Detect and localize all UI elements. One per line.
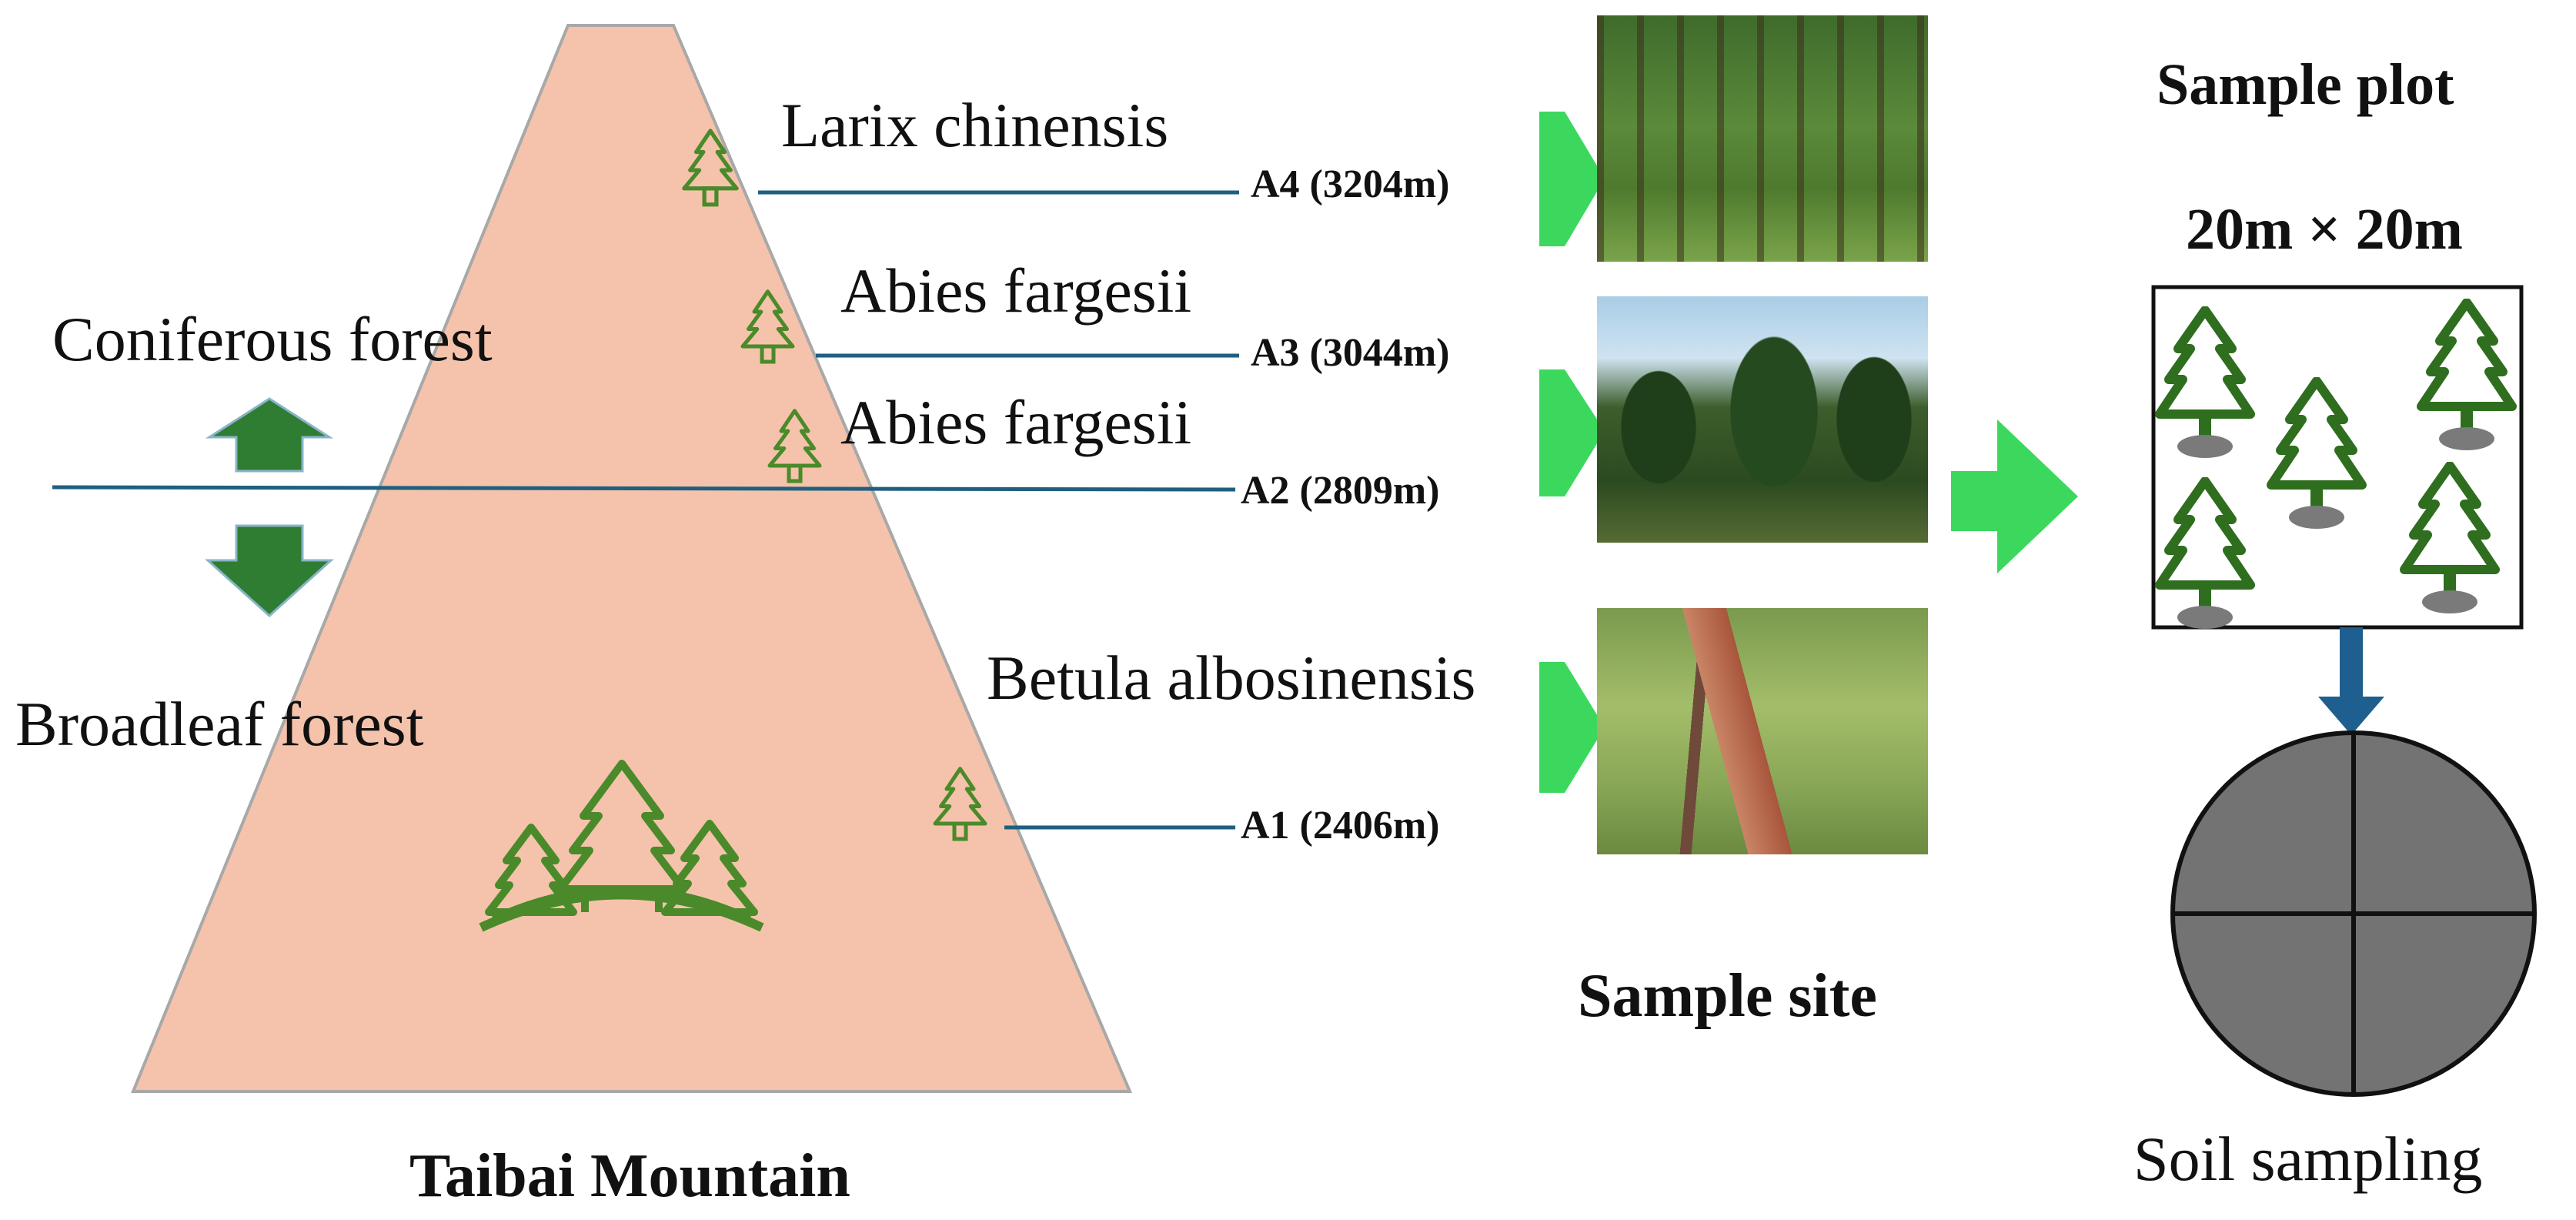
species-label-a4: Larix chinensis [781,90,1169,160]
mountain-shape [131,24,1133,1093]
species-label-a2: Abies fargesii [840,387,1192,457]
site-label-a3: A3 (3044m) [1251,331,1450,375]
site-label-a1: A1 (2406m) [1241,804,1440,847]
zone-boundary-line [52,485,1236,492]
down-arrow-icon [2318,627,2384,735]
species-label-a3: Abies fargesii [840,256,1192,326]
site-photo-a1 [1597,608,1928,854]
site-label-a2: A2 (2809m) [1241,469,1440,513]
sample-plot-size: 20m × 20m [2186,197,2463,262]
arrow-right-icon [1951,419,2078,573]
forest-cluster-icon [479,760,764,932]
sample-site-heading: Sample site [1578,962,1877,1030]
species-label-a1: Betula albosinensis [987,643,1476,713]
soil-sampling-label: Soil sampling [2133,1124,2483,1194]
arrow-right-icon [1539,112,1605,246]
zone-label-broadleaf: Broadleaf forest [15,689,424,759]
mountain-title: Taibai Mountain [409,1142,850,1210]
arrow-right-icon [1539,662,1605,793]
up-arrow-icon [205,397,334,473]
down-arrow-icon [205,524,334,618]
arrow-right-icon [1539,369,1605,496]
sample-plot-heading: Sample plot [2157,52,2454,117]
zone-label-coniferous: Coniferous forest [52,304,493,374]
site-photo-a3 [1597,296,1928,543]
site-photo-a4 [1597,15,1928,262]
soil-sampling-disc [2170,730,2537,1097]
site-label-a4: A4 (3204m) [1251,162,1450,206]
